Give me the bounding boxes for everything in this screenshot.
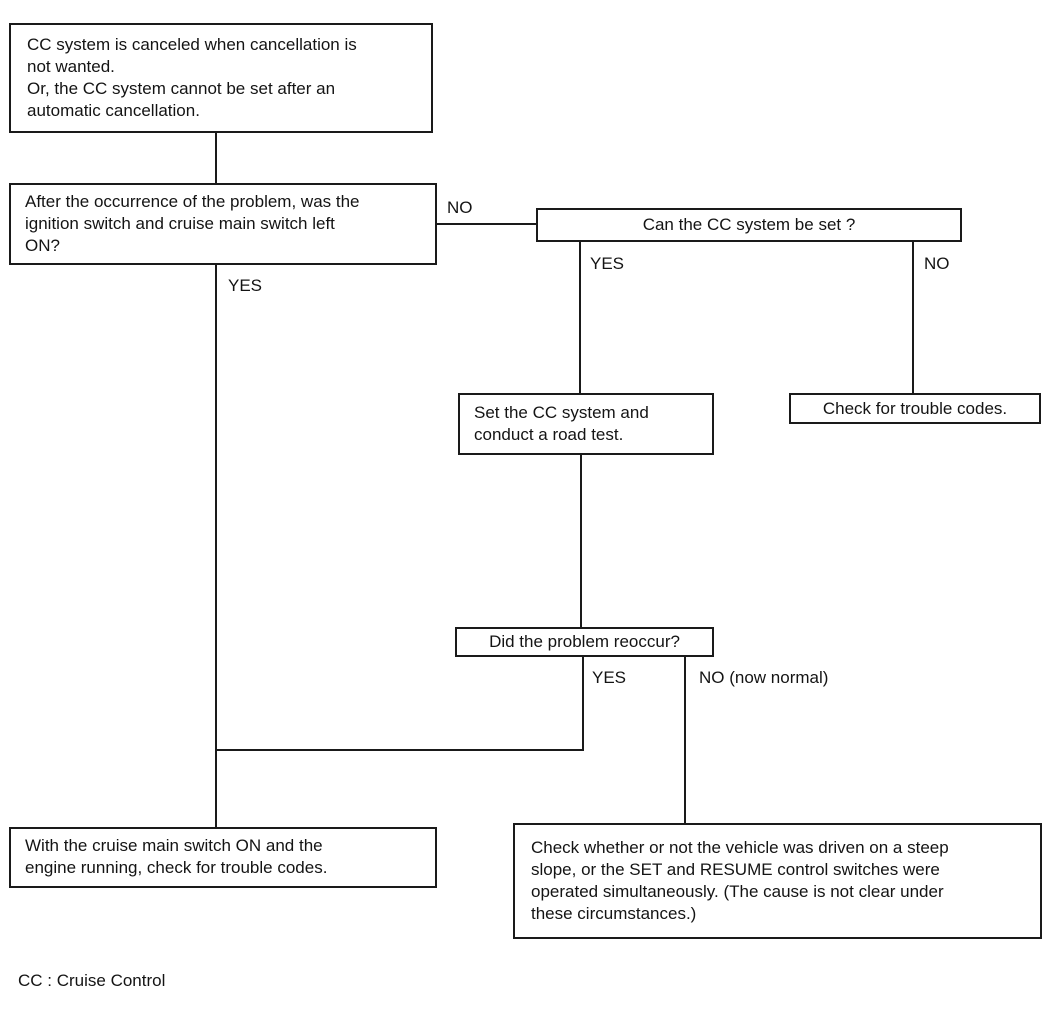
connector-problem-to-ignition: [215, 133, 217, 183]
node-check-steep-slope: Check whether or not the vehicle was dri…: [513, 823, 1042, 939]
connector-reoccur-yes-horizontal: [215, 749, 584, 751]
node-question-can-cc-be-set: Can the CC system be set ?: [536, 208, 962, 242]
branch-label-ignition-no: NO: [447, 198, 473, 217]
connector-reoccur-yes-vertical: [582, 657, 584, 751]
branch-label-reoccur-yes: YES: [592, 668, 627, 687]
branch-label-reoccur-no: NO (now normal): [699, 668, 829, 687]
node-question-ignition-switch: After the occurrence of the problem, was…: [9, 183, 437, 265]
connector-road-test-to-reoccur: [580, 455, 582, 627]
node-set-cc-road-test: Set the CC system and conduct a road tes…: [458, 393, 714, 455]
connector-ignition-yes-to-check-codes-engine: [215, 264, 217, 827]
node-problem-description: CC system is canceled when cancellation …: [9, 23, 433, 133]
node-question-problem-reoccur: Did the problem reoccur?: [455, 627, 714, 657]
connector-can-set-no-to-check-codes: [912, 242, 914, 393]
branch-label-can-set-yes: YES: [590, 254, 625, 273]
legend-cc-cruise-control: CC : Cruise Control: [18, 971, 166, 990]
connector-reoccur-no-to-steep-slope: [684, 657, 686, 823]
connector-can-set-yes-to-road-test: [579, 242, 581, 393]
node-check-codes-engine-running: With the cruise main switch ON and the e…: [9, 827, 437, 888]
connector-ignition-no-to-can-set: [437, 223, 536, 225]
node-check-trouble-codes: Check for trouble codes.: [789, 393, 1041, 424]
branch-label-can-set-no: NO: [924, 254, 950, 273]
branch-label-ignition-yes: YES: [228, 276, 263, 295]
